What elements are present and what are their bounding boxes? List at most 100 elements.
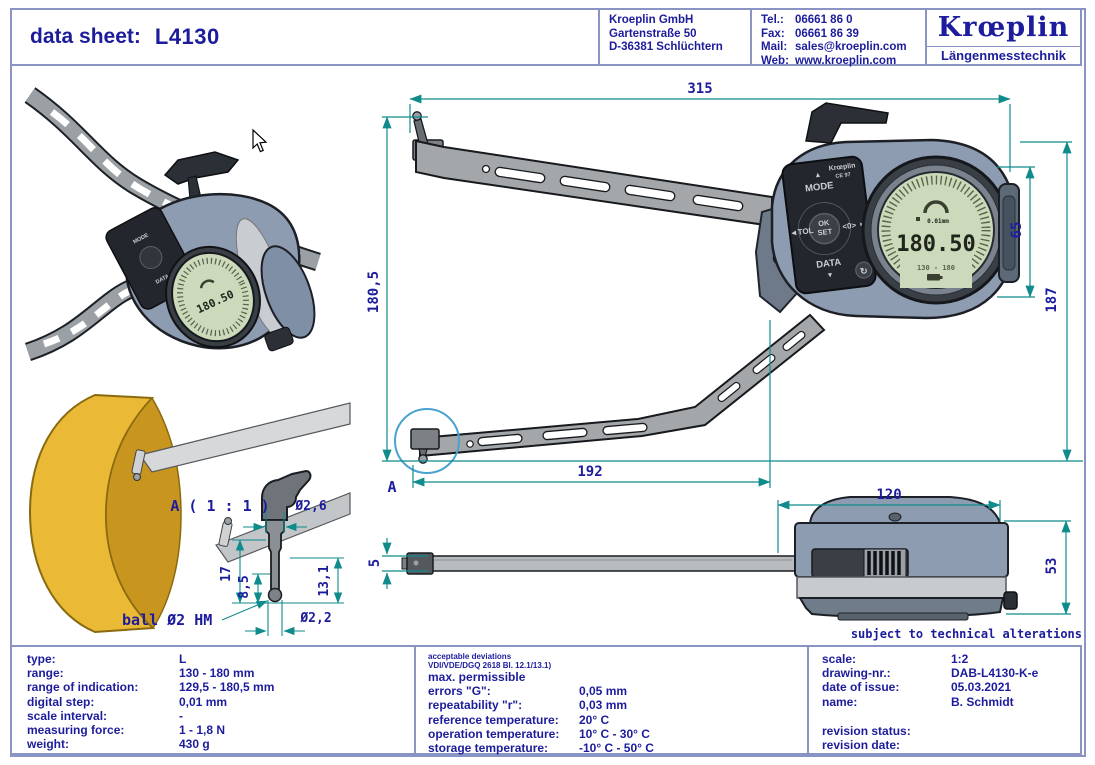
alterations-note: subject to technical alterations [850,627,1082,641]
lower-arm [419,313,826,458]
spec-row: range:130 - 180 mm [27,666,414,680]
lower-contact-ball [418,454,428,464]
spec-row: max. permissible [428,670,807,684]
reset-button [855,261,873,279]
tip-head [261,469,312,521]
zero-button: <0> [842,221,857,232]
lcd-display: 0.01mm 180.50 130 - 180 [861,155,1011,305]
spec-label: date of issue: [822,680,900,695]
spec-value: 10° C - 30° C [579,726,650,741]
analog-arc-icon [923,200,949,214]
spec-row: revision status: [822,724,1080,738]
detail-dimensions [221,508,344,636]
tel-label: Tel.: [761,14,784,26]
dim-width-315: 315 [687,81,712,97]
spec-label: measuring force: [27,723,125,738]
mouse-cursor [252,128,268,153]
spec-row: name:B. Schmidt [822,695,1080,709]
side-view [401,496,1018,621]
spec-row: operation temperature:10° C - 30° C [428,727,807,741]
web-value: www.kroeplin.com [795,54,897,67]
spec-row: date of issue: 05.03.2021 [822,680,1080,694]
spec-value: 0,05 mm [579,684,628,699]
spec-row: type: L [27,652,414,666]
lcd-resolution: 0.01mm [927,218,949,225]
spec-value: 129,5 - 180,5 mm [179,680,275,695]
lcd-range: 130 - 180 [917,264,955,272]
spec-row: range of indication: 129,5 - 180,5 mm [27,680,414,694]
spec-label: repeatability "r": [428,698,523,713]
spec-value: 1 - 1,8 N [179,723,226,738]
metal-band-side [796,576,1007,599]
lcd-value: 180.50 [896,232,975,257]
body-top-cap [808,496,1002,524]
upper-contact-ball [412,111,422,121]
spec-value: 1:2 [951,652,969,666]
spec-row: revision date: [822,738,1080,752]
spec-label: revision date: [822,738,901,753]
upper-arm-insert [139,402,351,473]
set-label: SET [817,227,833,238]
mode-button: MODE [805,180,835,194]
spacer [822,709,1080,724]
contact-row: Fax: 06661 86 39 [761,28,925,42]
spec-label: storage temperature: [428,741,549,756]
spec-right: scale:1:2 drawing-nr.:DAB-L4130-K-e date… [807,647,1080,753]
spec-label: weight: [27,737,69,752]
ok-set-button [808,212,841,245]
title-block: data sheet: L4130 [12,10,598,64]
spec-label: revision status: [822,723,911,738]
spec-label: scale interval: [27,708,108,723]
spec-row: digital step:0,01 mm [27,695,414,709]
spec-value: L [179,652,187,666]
lever-3d [163,151,240,185]
reset-icon: ↻ [860,266,869,277]
deviations-standard: VDI/VDE/DGQ 2618 Bl. 12.1/13.1) [428,661,552,670]
mail-label: Mail: [761,41,788,53]
title-value: L4130 [154,24,220,49]
iso-view-3d: MODE DATA 180.50 [24,87,321,362]
arm-slots-3d [49,109,302,260]
spec-value: - [179,708,183,723]
grip-ribs [867,551,901,575]
keypad-mark: CE 97 [835,172,851,180]
detail-circle-A [394,408,460,474]
spec-label: range: [27,666,64,681]
dim-tip-17: 17 [219,566,234,582]
spec-label: scale: [822,652,857,666]
spec-value: -10° C - 50° C [579,741,654,756]
keypad: ▲ MODE ◄TOL <0> ► OK SET DATA ▼ ↻ Krœpli… [781,155,877,295]
spec-row: errors "G":0,05 mm [428,684,807,698]
spec-label: drawing-nr.: [822,666,891,681]
brand-subtitle: Längenmesstechnik [941,47,1066,63]
company-name: Kroeplin GmbH [609,14,694,26]
brand-logo: Krœplin [927,10,1080,47]
company-street: Gartenstraße 50 [609,27,697,40]
company-address: Kroeplin GmbH Gartenstraße 50 D-36381 Sc… [598,10,750,64]
side-knob [1003,591,1018,610]
spec-value: 0,03 mm [579,698,628,713]
battery-icon [927,274,940,281]
front-view-dimensions [382,94,1083,488]
deviations-heading: acceptable deviations [428,652,512,661]
spec-value: 05.03.2021 [951,680,1012,695]
dim-height-187: 187 [1044,287,1060,312]
web-label: Web: [761,54,789,67]
ball-label: ball Ø2 HM [122,611,212,629]
dim-body-120: 120 [876,487,901,503]
spec-label: name: [822,694,858,709]
spec-label: digital step: [27,694,95,709]
company-city: D-36381 Schlüchtern [609,41,723,53]
spec-row: measuring force: 1 - 1,8 N [27,723,414,737]
spec-row: storage temperature: -10° C - 50° C [428,741,807,755]
spec-label: type: [27,652,56,666]
spec-label: max. permissible [428,670,526,684]
spec-label: range of indication: [27,680,139,695]
dim-height-180-5: 180,5 [366,271,382,313]
contact-row: Web: www.kroeplin.com [761,55,925,69]
dim-tip-13-1: 13,1 [317,565,332,596]
dim-arm-5: 5 [367,559,383,567]
tip-stem [265,519,285,591]
